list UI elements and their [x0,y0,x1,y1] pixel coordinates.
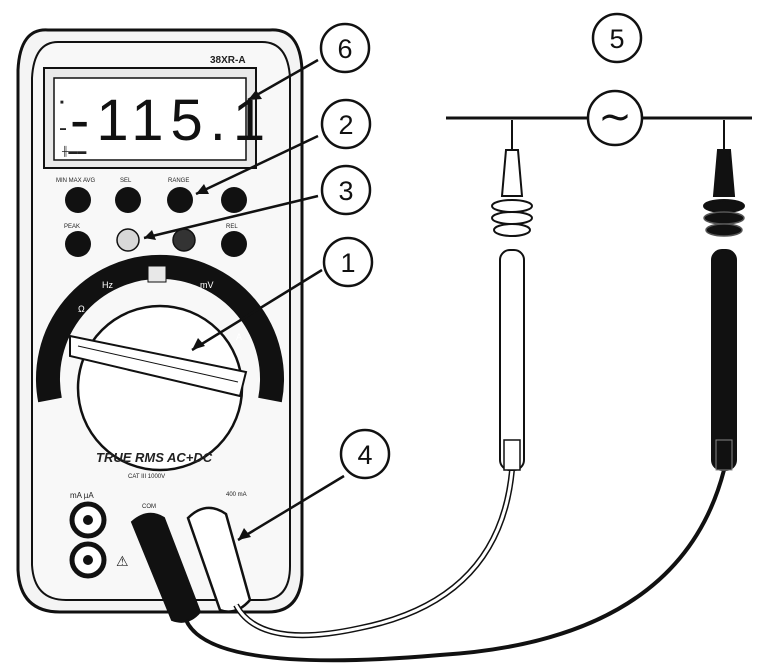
callout-arrow-2 [195,134,319,196]
lcd-bargraph: ╫▬▬ [61,145,86,157]
callout-3-label: 3 [338,176,353,206]
button-label-sel: SEL [120,178,132,184]
callout-arrowhead-3 [144,230,156,240]
black-probe-guard-3 [705,223,743,237]
peak-button[interactable] [65,231,91,257]
callout-6-label: 6 [337,34,352,64]
callout-1-label: 1 [340,248,355,278]
off-position-highlight [147,265,167,283]
white-probe-guard-1 [491,199,533,213]
brand-text: TRUE RMS AC+DC [96,450,213,465]
callout-circles: 6 2 3 1 4 5 [319,12,643,480]
white-plug[interactable] [186,506,252,613]
lcd-small-mark-range: ▬ [60,126,66,132]
black-probe-body [711,249,737,471]
callout-arrowheads [144,90,262,540]
white-probe-grip [503,439,521,471]
callout-arrow-1 [191,268,323,352]
lcd-reading: -115.1 [70,88,272,153]
jack-label-400ma: 400 mA [226,492,247,498]
button-label-peak: PEAK [64,224,80,230]
rotary-dial-pointer [69,334,248,398]
ac-source-circle [586,89,644,147]
minmax-button[interactable] [65,187,91,213]
rel-button[interactable] [221,231,247,257]
callout-arrowhead-1 [192,338,205,350]
ma-jack-hole [83,515,93,525]
black-probe-tip-holder [712,149,736,197]
yellow-button[interactable] [116,228,140,252]
black-probe-grip [715,439,733,471]
callout-2 [320,98,372,150]
white-probe-body [499,249,525,471]
rotary-dial-pointer-line [77,345,239,383]
ac-sine-icon: ~ [598,94,632,140]
ring-mark-a: A [236,332,242,342]
white-probe-tip-holder [500,149,524,197]
white-lead-cable-inner [234,469,514,637]
warning-triangle-icon: ⚠ [116,553,129,569]
callout-1 [322,236,374,288]
callout-arrowhead-2 [196,184,209,194]
hold-button[interactable] [172,228,196,252]
white-probe-guard-3 [493,223,531,237]
callout-3 [320,164,372,216]
multimeter: -115.1 ■ ▬ ╫▬▬ 38XR-A MIN MAX AVG SEL RA… [16,28,304,614]
callout-arrow-6 [247,58,319,102]
black-probe[interactable] [703,120,745,471]
black-plug[interactable] [130,512,202,623]
jack-label-ma: mA µA [70,491,94,500]
white-probe-guard-2 [491,211,533,225]
model-label: 38XR-A [210,55,246,66]
callout-4 [339,428,391,480]
ring-mark-mv: mV [200,280,214,290]
sel-button[interactable] [115,187,141,213]
ring-mark-ohm: Ω [78,304,85,314]
range-button[interactable] [167,187,193,213]
button-label-minmax: MIN MAX AVG [56,178,96,184]
callout-arrow-3 [143,194,319,240]
button-label-range: RANGE [168,178,189,184]
button-label-rel: REL [226,224,238,230]
test-lead-jacks [130,506,252,623]
jack-label-com: COM [142,504,156,510]
black-probe-guard-1 [703,199,745,213]
rating-text: CAT III 1000V [128,474,165,480]
callout-arrowhead-6 [248,90,262,100]
a-jack-hole [83,555,93,565]
backlight-button[interactable] [221,187,247,213]
callout-2-label: 2 [338,110,353,140]
callout-arrows [143,58,345,542]
callout-4-label: 4 [357,440,372,470]
black-probe-guard-2 [703,211,745,225]
callout-arrowhead-4 [238,528,251,540]
ac-source: ~ [446,89,752,147]
lcd-display [53,77,247,161]
callout-5 [591,12,643,64]
white-probe[interactable] [491,120,533,471]
lcd-small-mark-top: ■ [60,100,64,106]
callout-6 [319,22,371,74]
callout-5-label: 5 [609,24,624,54]
black-lead-cable [184,469,726,663]
ring-mark-hz: Hz [102,280,113,290]
callout-arrow-4 [237,474,345,542]
